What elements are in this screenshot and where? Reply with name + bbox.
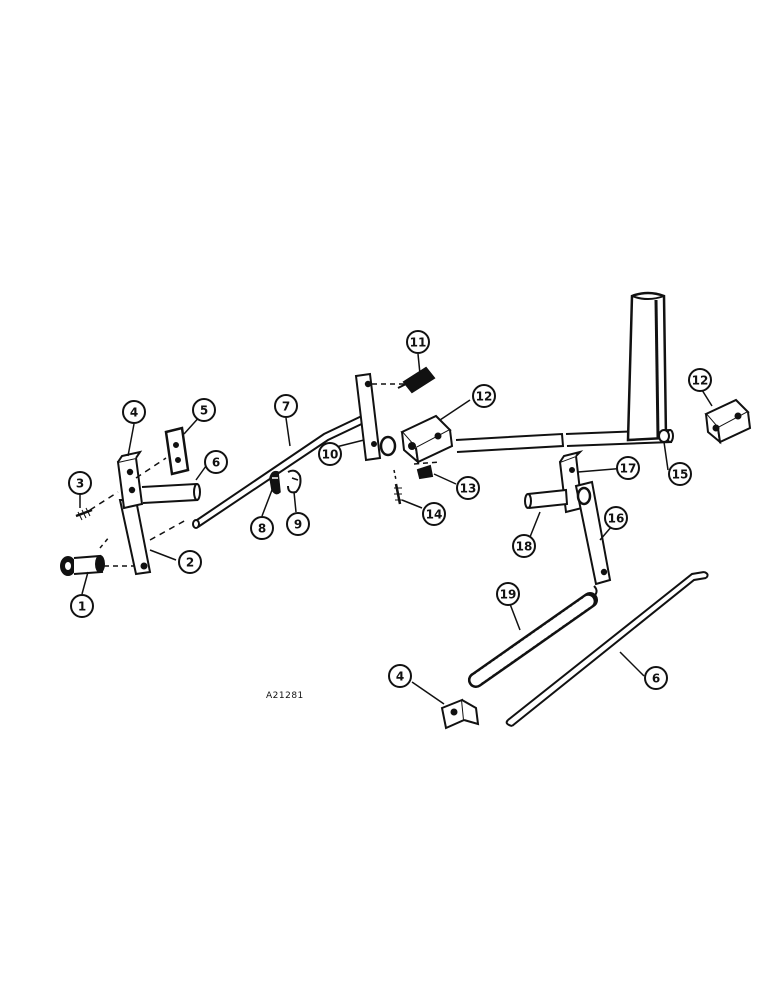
callout-circle (512, 534, 536, 558)
center-lever-assembly (354, 366, 454, 505)
part-4-block-left (116, 450, 144, 510)
callout-label: 10 (322, 448, 339, 462)
part-19-rod (505, 571, 709, 727)
callout-circle (604, 506, 628, 530)
callout-circle (318, 442, 342, 466)
callout-label: 7 (282, 400, 290, 414)
part-18-bracket (440, 698, 480, 730)
drawing-number: A21281 (266, 691, 304, 701)
callout-circle (192, 398, 216, 422)
callout-circle (456, 476, 480, 500)
callout-circle (406, 330, 430, 354)
callout-label: 9 (294, 518, 302, 532)
callout-circle (688, 368, 712, 392)
callout-label: 4 (130, 406, 138, 420)
part-13-bolt (413, 461, 441, 480)
part-1-bolt (60, 554, 134, 576)
callout-label: 14 (426, 508, 443, 522)
part-12-block-center (400, 414, 454, 465)
part-14-pin (393, 469, 402, 505)
right-lever-assembly (524, 450, 612, 586)
callout-circle (250, 516, 274, 540)
callout-label: 12 (476, 390, 493, 404)
part-3-pin (75, 507, 93, 521)
callout-label: 17 (620, 462, 637, 476)
callout-circle (70, 594, 94, 618)
callout-label: 15 (672, 468, 689, 482)
callout-circle (204, 450, 228, 474)
callout-circle (422, 502, 446, 526)
callout-label: 2 (186, 556, 194, 570)
callout-label: 6 (212, 456, 220, 470)
callout-circle (68, 471, 92, 495)
part-11-pin (372, 366, 436, 394)
callout-circle (122, 400, 146, 424)
callout-label: 12 (692, 374, 709, 388)
callout-label: 3 (76, 477, 84, 491)
callout-circle (668, 462, 692, 486)
part-16-lever (574, 480, 612, 586)
callout-label: 13 (460, 482, 477, 496)
part-15-shaft-assembly (455, 291, 674, 453)
callout-circle (496, 582, 520, 606)
part-6-shaft-left (141, 482, 201, 504)
callout-label: 8 (258, 522, 266, 536)
part-17-spring (468, 585, 598, 688)
callout-label: 1 (78, 600, 86, 614)
callout-label: 16 (608, 512, 625, 526)
callout-circle (644, 666, 668, 690)
callout-label: 19 (500, 588, 517, 602)
callout-label: 5 (200, 404, 208, 418)
part-10-lever (354, 372, 397, 462)
part-6-shaft-right (524, 488, 569, 509)
callout-label: 6 (652, 672, 660, 686)
callout-label: 4 (396, 670, 404, 684)
callout-circle (388, 664, 412, 688)
part-8-clip (269, 470, 281, 495)
callout-label: 18 (516, 540, 533, 554)
part-9-clip (287, 469, 302, 494)
left-lever-assembly (60, 426, 201, 576)
callout-circle (274, 394, 298, 418)
callout-circle (286, 512, 310, 536)
part-5-plate (164, 426, 190, 476)
callout-circle (472, 384, 496, 408)
callout-circle (616, 456, 640, 480)
callout-circle (178, 550, 202, 574)
callout-label: 11 (410, 336, 427, 350)
part-12-block-right (704, 398, 752, 445)
